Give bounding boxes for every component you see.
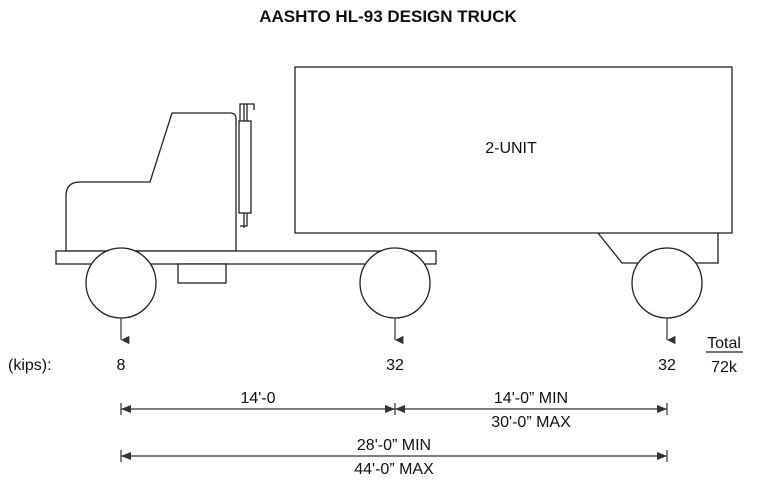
exhaust-cap xyxy=(244,103,255,110)
trailer-wheel xyxy=(631,247,703,319)
exhaust-pipe xyxy=(238,120,252,214)
chassis-frame xyxy=(55,250,437,265)
trailer-box xyxy=(294,66,733,234)
dimension-arrowhead xyxy=(395,405,405,413)
dimension-arrowhead xyxy=(657,452,667,460)
front-axle-load: 8 xyxy=(117,357,126,374)
truck-cab xyxy=(65,112,237,252)
total-value: 72k xyxy=(711,359,738,376)
drive-wheel xyxy=(359,247,431,319)
dimension-arrowhead xyxy=(121,405,131,413)
diagram-title: AASHTO HL-93 DESIGN TRUCK xyxy=(259,7,517,26)
trailer-axle-load: 32 xyxy=(658,357,676,374)
trailer-label: 2-UNIT xyxy=(485,140,537,157)
overall-max-label: 44'-0” MAX xyxy=(354,461,434,478)
dimension-arrowhead xyxy=(657,405,667,413)
first-spacing-label: 14'-0 xyxy=(240,390,275,407)
fuel-tank xyxy=(177,263,227,284)
second-spacing-min-label: 14'-0” MIN xyxy=(494,390,568,407)
front-wheel xyxy=(85,247,157,319)
dimension-arrowhead xyxy=(121,452,131,460)
overall-min-label: 28'-0” MIN xyxy=(357,437,431,454)
total-header: Total xyxy=(707,335,741,352)
dimension-arrowhead xyxy=(385,405,395,413)
drive-axle-load: 32 xyxy=(386,357,404,374)
second-spacing-max-label: 30'-0” MAX xyxy=(491,414,571,431)
load-unit-label: (kips): xyxy=(8,357,52,374)
